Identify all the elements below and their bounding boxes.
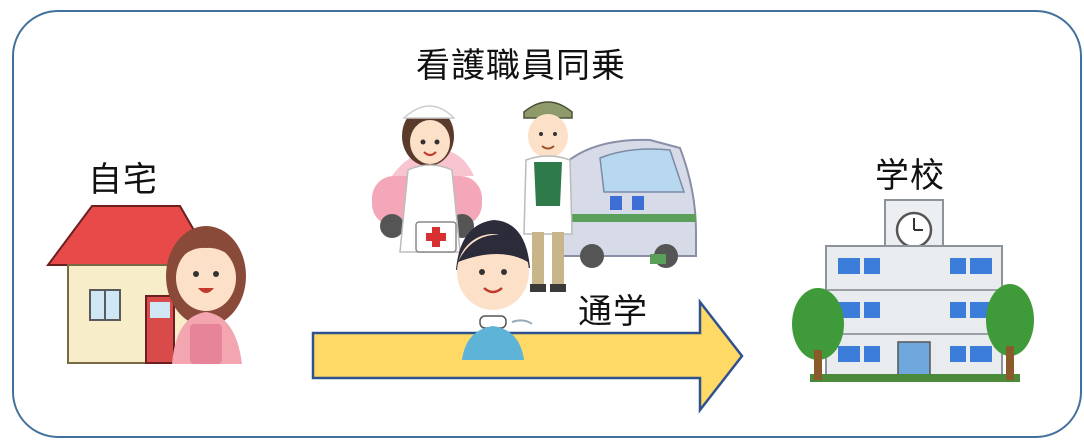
tree-icon xyxy=(986,284,1034,380)
student-icon xyxy=(456,220,533,360)
commute-arrow xyxy=(311,298,744,414)
school-icon xyxy=(810,199,1020,382)
tree-icon xyxy=(792,288,844,380)
nurse-icon xyxy=(372,105,482,253)
mother-icon xyxy=(166,226,246,364)
van-icon xyxy=(559,138,697,268)
commute-label: 通学 xyxy=(578,292,648,332)
school-label: 学校 xyxy=(875,156,945,196)
diagram-title: 看護職員同乗 xyxy=(416,46,626,86)
driver-icon xyxy=(523,101,573,292)
home-label: 自宅 xyxy=(88,160,158,200)
